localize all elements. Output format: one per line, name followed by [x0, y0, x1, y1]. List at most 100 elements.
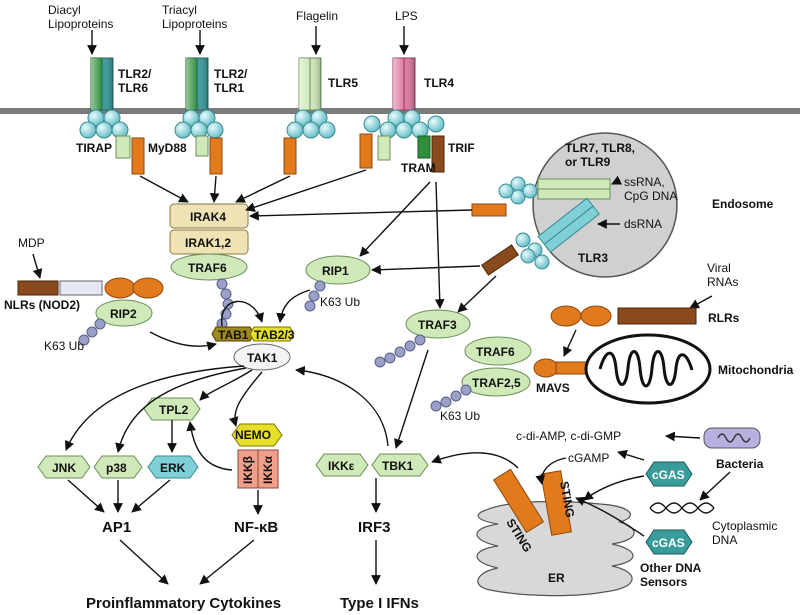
ikke-node: [315, 453, 369, 477]
tlr3-receptor: [537, 197, 600, 253]
tirap-adaptor-tlr4: [377, 135, 391, 161]
traf25-node: [461, 367, 531, 397]
tab1-node: [211, 326, 255, 342]
cgas-node-1: [645, 461, 693, 487]
myd88-adaptor: [131, 137, 145, 175]
tab1-label: TAB1: [218, 328, 249, 342]
rip1-node: [305, 255, 371, 285]
er-label: ER: [548, 571, 565, 585]
tpl2-label: TPL2: [159, 403, 189, 417]
cgas-node-2: [645, 529, 693, 555]
traf6-label: TRAF6: [188, 261, 227, 275]
tab23-label: TAB2/3: [254, 328, 295, 342]
traf6-mavs-label: TRAF6: [476, 345, 515, 359]
rip1-ub-chain: [304, 280, 326, 312]
irak12-label: IRAK1,2: [185, 236, 231, 250]
tram-label: TRAM: [401, 161, 436, 175]
tak1-node: [233, 343, 291, 371]
traf3-node: [405, 309, 471, 339]
jnk-node: [37, 455, 91, 479]
jnk-label: JNK: [52, 461, 76, 475]
mavs-orange: [533, 358, 559, 378]
trif-label: TRIF: [448, 141, 475, 155]
tlr2-tlr1-label: TLR2/TLR1: [214, 67, 248, 95]
tlr7-tir-beads: [498, 176, 538, 205]
rip2-ub-chain: [78, 318, 106, 346]
ikka-node: [257, 449, 279, 489]
p38-node: [93, 455, 143, 479]
traf6-node: [170, 253, 248, 281]
sting-label-2: STING: [557, 480, 577, 519]
ikke-label: IKKε: [328, 459, 355, 473]
ligand-flagelin: Flagelin: [296, 9, 338, 23]
bacteria-label: Bacteria: [716, 457, 764, 471]
irak4-label: IRAK4: [190, 210, 226, 224]
myd88-adaptor-tlr2-1: [209, 137, 223, 175]
cytoplasmic-dna-helix: [649, 502, 715, 514]
type-i-ifns-label: Type I IFNs: [340, 595, 419, 612]
tbk1-node: [371, 453, 429, 477]
tir-domain-beads: [79, 109, 445, 139]
traf25-label: TRAF2,5: [472, 376, 521, 390]
ssrna-cpg-label: ssRNA,CpG DNA: [624, 175, 677, 203]
erk-node: [147, 455, 199, 479]
tpl2-node: [143, 397, 201, 421]
trif-adaptor: [431, 135, 445, 173]
proinflammatory-cytokines-label: Proinflammatory Cytokines: [86, 595, 281, 612]
traf6-ub-chain: [216, 278, 234, 330]
rip1-label: RIP1: [322, 264, 349, 278]
rip2-label: RIP2: [110, 307, 137, 321]
k63-ub-label-rip2: K63 Ub: [44, 339, 84, 353]
tlr2-tlr6-receptor: [90, 57, 114, 111]
nod2-receptor: [17, 277, 164, 299]
rlr-receptor: [550, 305, 697, 327]
traf3-label: TRAF3: [418, 318, 457, 332]
traf25-ub-chain: [430, 384, 472, 412]
myd88-endosomal: [471, 203, 507, 217]
tak1-label: TAK1: [247, 351, 278, 365]
tlr4-label: TLR4: [424, 76, 454, 90]
k63-ub-label-traf: K63 Ub: [440, 409, 480, 423]
k63-ub-label-rip1: K63 Ub: [320, 295, 360, 309]
bacteria-dna-squiggle: [717, 433, 751, 443]
irf3-label: IRF3: [358, 519, 391, 536]
endoplasmic-reticulum: [476, 500, 635, 597]
tlr3-tir-beads: [515, 232, 550, 270]
erk-label: ERK: [160, 461, 186, 475]
tlr2-tlr1-receptor: [185, 57, 209, 111]
nemo-node: [231, 423, 283, 447]
tlr3-label: TLR3: [578, 251, 608, 265]
myd88-adaptor-tlr4: [359, 133, 373, 169]
endosome: [532, 132, 678, 278]
mavs-label: MAVS: [536, 381, 570, 395]
cgas-label-2: cGAS: [652, 536, 685, 550]
rlrs-label: RLRs: [708, 311, 740, 325]
tram-adaptor: [417, 135, 431, 159]
ligand-lps: LPS: [395, 9, 418, 23]
ikka-label: IKKα: [261, 455, 275, 484]
cdi-amp-gmp-label: c-di-AMP, c-di-GMP: [516, 429, 621, 443]
mitochondria: [584, 333, 712, 405]
nemo-label: NEMO: [235, 428, 271, 442]
tab23-node: [249, 326, 295, 342]
tirap-adaptor: [115, 135, 131, 159]
cgas-label-1: cGAS: [652, 468, 685, 482]
ligand-mdp: MDP: [18, 236, 45, 250]
bacteria-cell: [703, 427, 761, 449]
traf3-ub-chain: [374, 334, 426, 368]
nfkb-label: NF-κB: [234, 519, 278, 536]
cgamp-label: cGAMP: [568, 451, 609, 465]
tlr4-receptor: [392, 57, 416, 111]
tirap-label: TIRAP: [76, 141, 112, 155]
ikkb-label: IKKβ: [241, 456, 255, 484]
endosome-label: Endosome: [712, 197, 774, 211]
tlr7-8-9-label: TLR7, TLR8,or TLR9: [565, 141, 635, 169]
myd88-label: MyD88: [148, 141, 187, 155]
tlr5-label: TLR5: [328, 76, 358, 90]
trif-endosomal: [481, 244, 519, 276]
